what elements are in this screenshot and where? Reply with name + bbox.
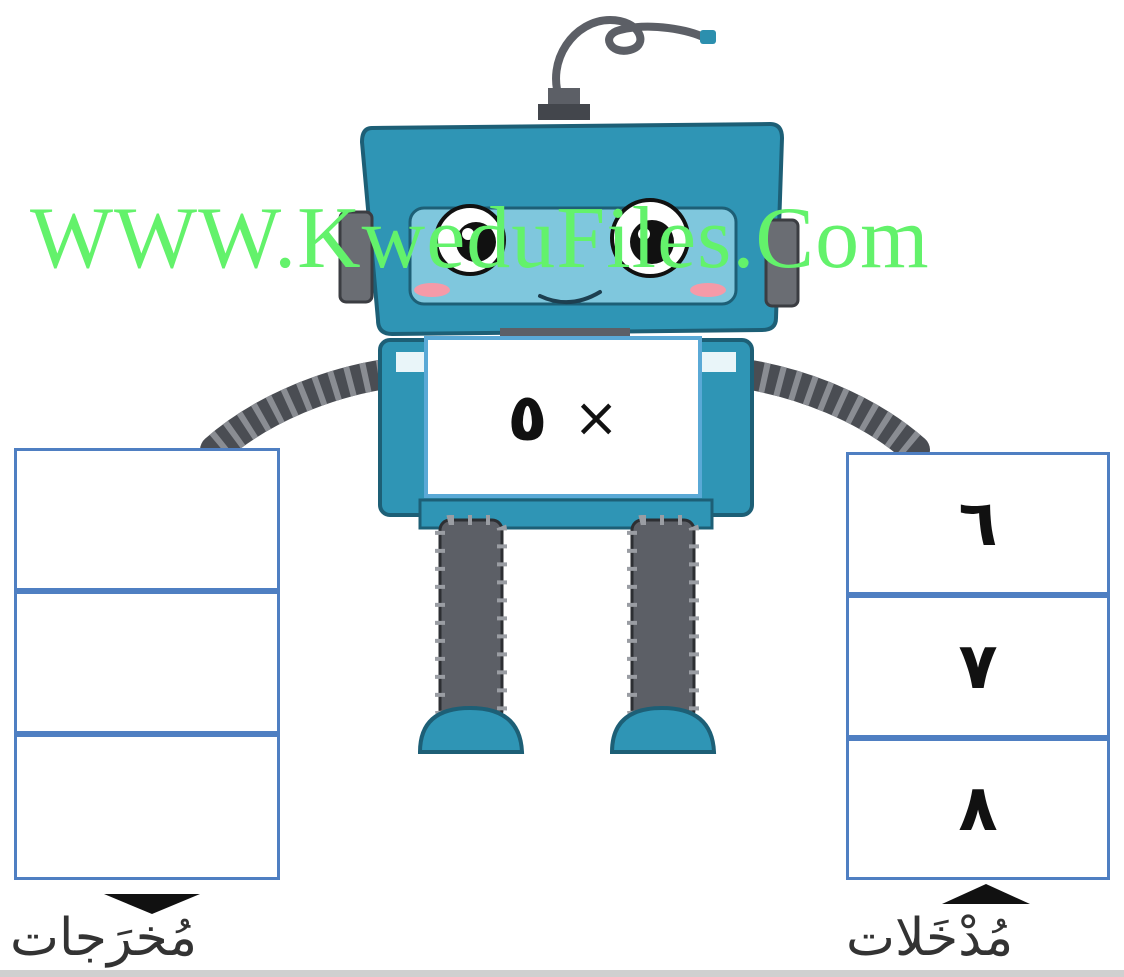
robot-leg-right <box>632 520 694 720</box>
output-box-3[interactable] <box>14 734 280 880</box>
rule-operator: × <box>574 386 619 449</box>
watermark-text: WWW.KweduFiles.Com <box>30 188 930 289</box>
input-arrow-up-icon <box>942 884 1030 904</box>
robot-leg-left <box>440 520 502 720</box>
robot-antenna-base <box>548 88 580 106</box>
rule-box: ٥ × <box>424 336 702 498</box>
input-value-2: ٧ <box>958 635 997 699</box>
bottom-divider <box>0 970 1124 977</box>
rule-number: ٥ <box>507 379 547 456</box>
input-box-2: ٧ <box>846 595 1110 738</box>
input-value-1: ٦ <box>958 492 997 556</box>
robot-antenna-tip <box>700 30 716 44</box>
input-value-3: ٨ <box>958 777 997 841</box>
input-box-3: ٨ <box>846 738 1110 880</box>
input-label: مُدْخَلات <box>846 908 1013 968</box>
robot-foot-right <box>612 708 714 752</box>
output-label: مُخرَجات <box>10 908 197 968</box>
output-box-2[interactable] <box>14 591 280 734</box>
robot-foot-left <box>420 708 522 752</box>
input-box-1: ٦ <box>846 452 1110 595</box>
output-box-1[interactable] <box>14 448 280 591</box>
